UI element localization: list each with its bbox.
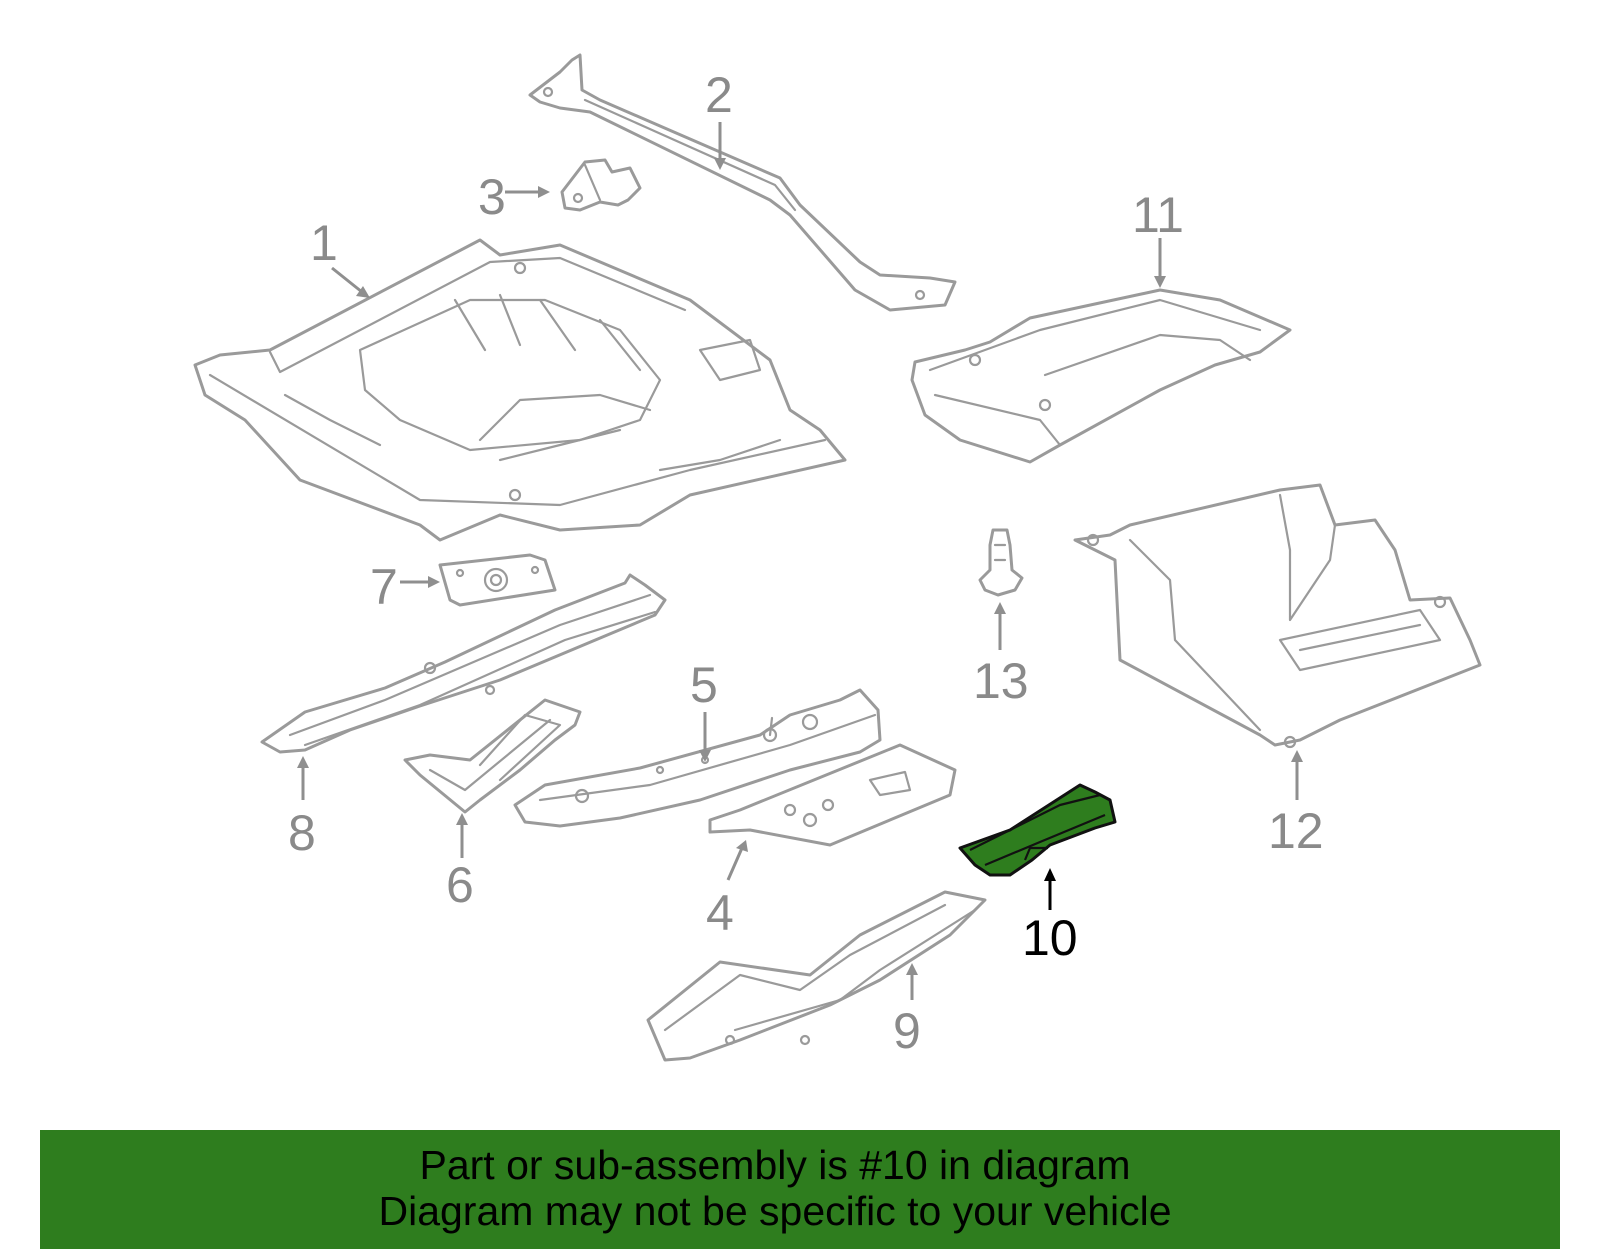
info-banner: Part or sub-assembly is #10 in diagram D…	[40, 1130, 1560, 1249]
part-7[interactable]	[438, 553, 557, 607]
callout-1: 1	[310, 215, 338, 271]
part-1[interactable]	[193, 238, 847, 542]
parts-diagram: 1 2 3 4 5 6 7 8 9 10 11 12 13	[193, 53, 1482, 1062]
part-6[interactable]	[403, 698, 582, 814]
part-9[interactable]	[646, 890, 987, 1062]
callout-13: 13	[973, 653, 1029, 709]
callout-8: 8	[288, 805, 316, 861]
callout-10: 10	[1022, 910, 1078, 966]
part-12[interactable]	[1073, 483, 1482, 749]
callout-arrows	[297, 122, 1303, 1000]
callout-9: 9	[893, 1003, 921, 1059]
part-4[interactable]	[708, 743, 957, 847]
callout-4: 4	[706, 885, 734, 941]
callout-2: 2	[705, 67, 733, 123]
callout-12: 12	[1268, 803, 1324, 859]
banner-line-1: Part or sub-assembly is #10 in diagram	[419, 1142, 1131, 1188]
part-8[interactable]	[260, 573, 667, 754]
callout-5: 5	[690, 657, 718, 713]
part-3[interactable]	[560, 158, 642, 212]
part-11[interactable]	[910, 288, 1292, 464]
part-2[interactable]	[528, 53, 957, 312]
callout-7: 7	[370, 559, 398, 615]
callout-11: 11	[1132, 187, 1184, 243]
part-13[interactable]	[978, 528, 1024, 597]
part-10-highlighted[interactable]	[958, 783, 1117, 877]
callout-3: 3	[478, 169, 506, 225]
callout-6: 6	[446, 857, 474, 913]
banner-line-2: Diagram may not be specific to your vehi…	[378, 1188, 1172, 1234]
